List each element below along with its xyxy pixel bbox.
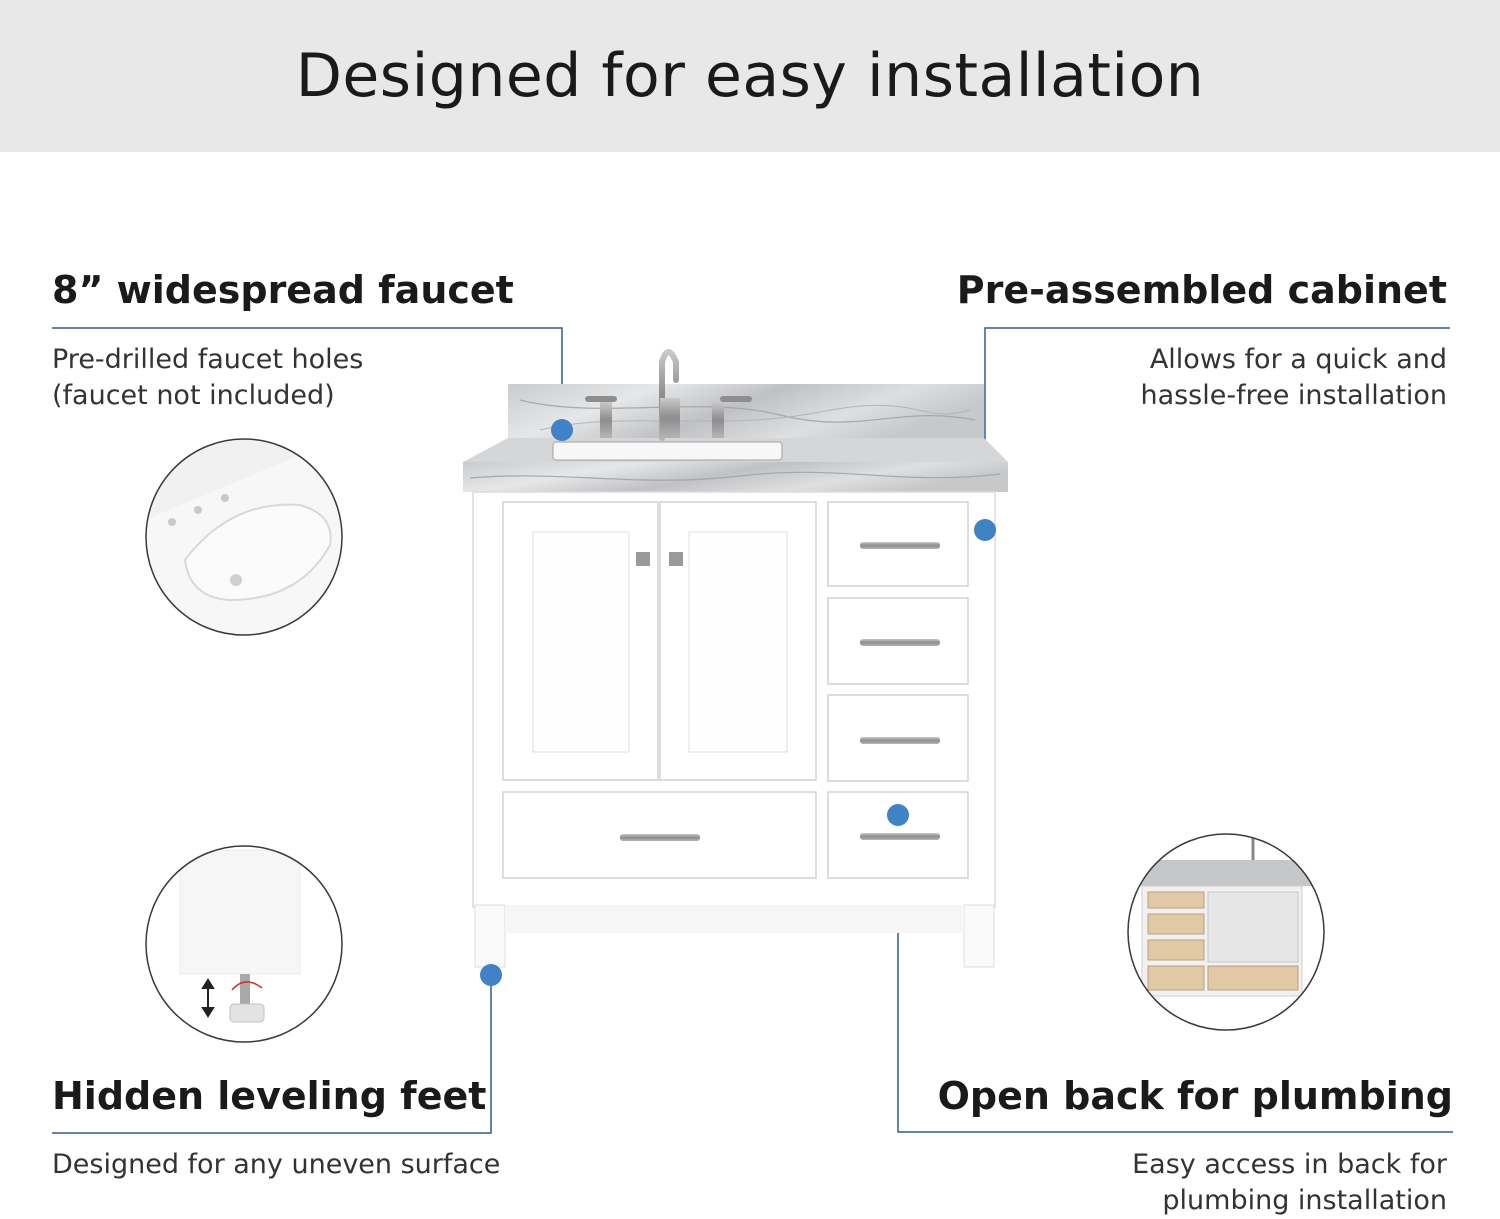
sink-detail-inset: [145, 438, 343, 636]
door-knob: [636, 552, 650, 566]
header-banner: Designed for easy installation: [0, 0, 1500, 152]
feet-feature-description: Designed for any uneven surface: [52, 1149, 501, 1180]
cabinet-callout-dot: [974, 519, 996, 541]
cabinet-feature-description: Allows for a quick and hassle-free insta…: [1140, 344, 1447, 411]
door-knob: [669, 552, 683, 566]
leveling-foot-inset: [145, 845, 343, 1043]
faucet-callout-dot: [551, 419, 573, 441]
plumbing-feature-title: Open back for plumbing: [937, 1074, 1453, 1118]
faucet: [585, 349, 752, 441]
feet-callout-line: [52, 975, 492, 1134]
page-title: Designed for easy installation: [295, 41, 1205, 111]
feet-callout-dot: [480, 964, 502, 986]
faucet-feature-description: Pre-drilled faucet holes (faucet not inc…: [52, 344, 364, 411]
rotate-arrow-icon: [231, 981, 263, 991]
undermount-sink: [552, 441, 783, 461]
plumbing-feature-description: Easy access in back for plumbing install…: [1132, 1149, 1447, 1216]
cabinet-feature-title: Pre-assembled cabinet: [956, 268, 1447, 312]
backsplash: [508, 384, 984, 439]
cabinet: [472, 491, 996, 968]
callout-dots: [480, 419, 996, 986]
faucet-feature-title: 8” widespread faucet: [52, 268, 514, 312]
feet-feature-title: Hidden leveling feet: [52, 1074, 487, 1118]
up-down-arrow-icon: [201, 978, 215, 1018]
plumbing-callout-dot: [887, 804, 909, 826]
open-back-inset: [1127, 833, 1325, 1031]
